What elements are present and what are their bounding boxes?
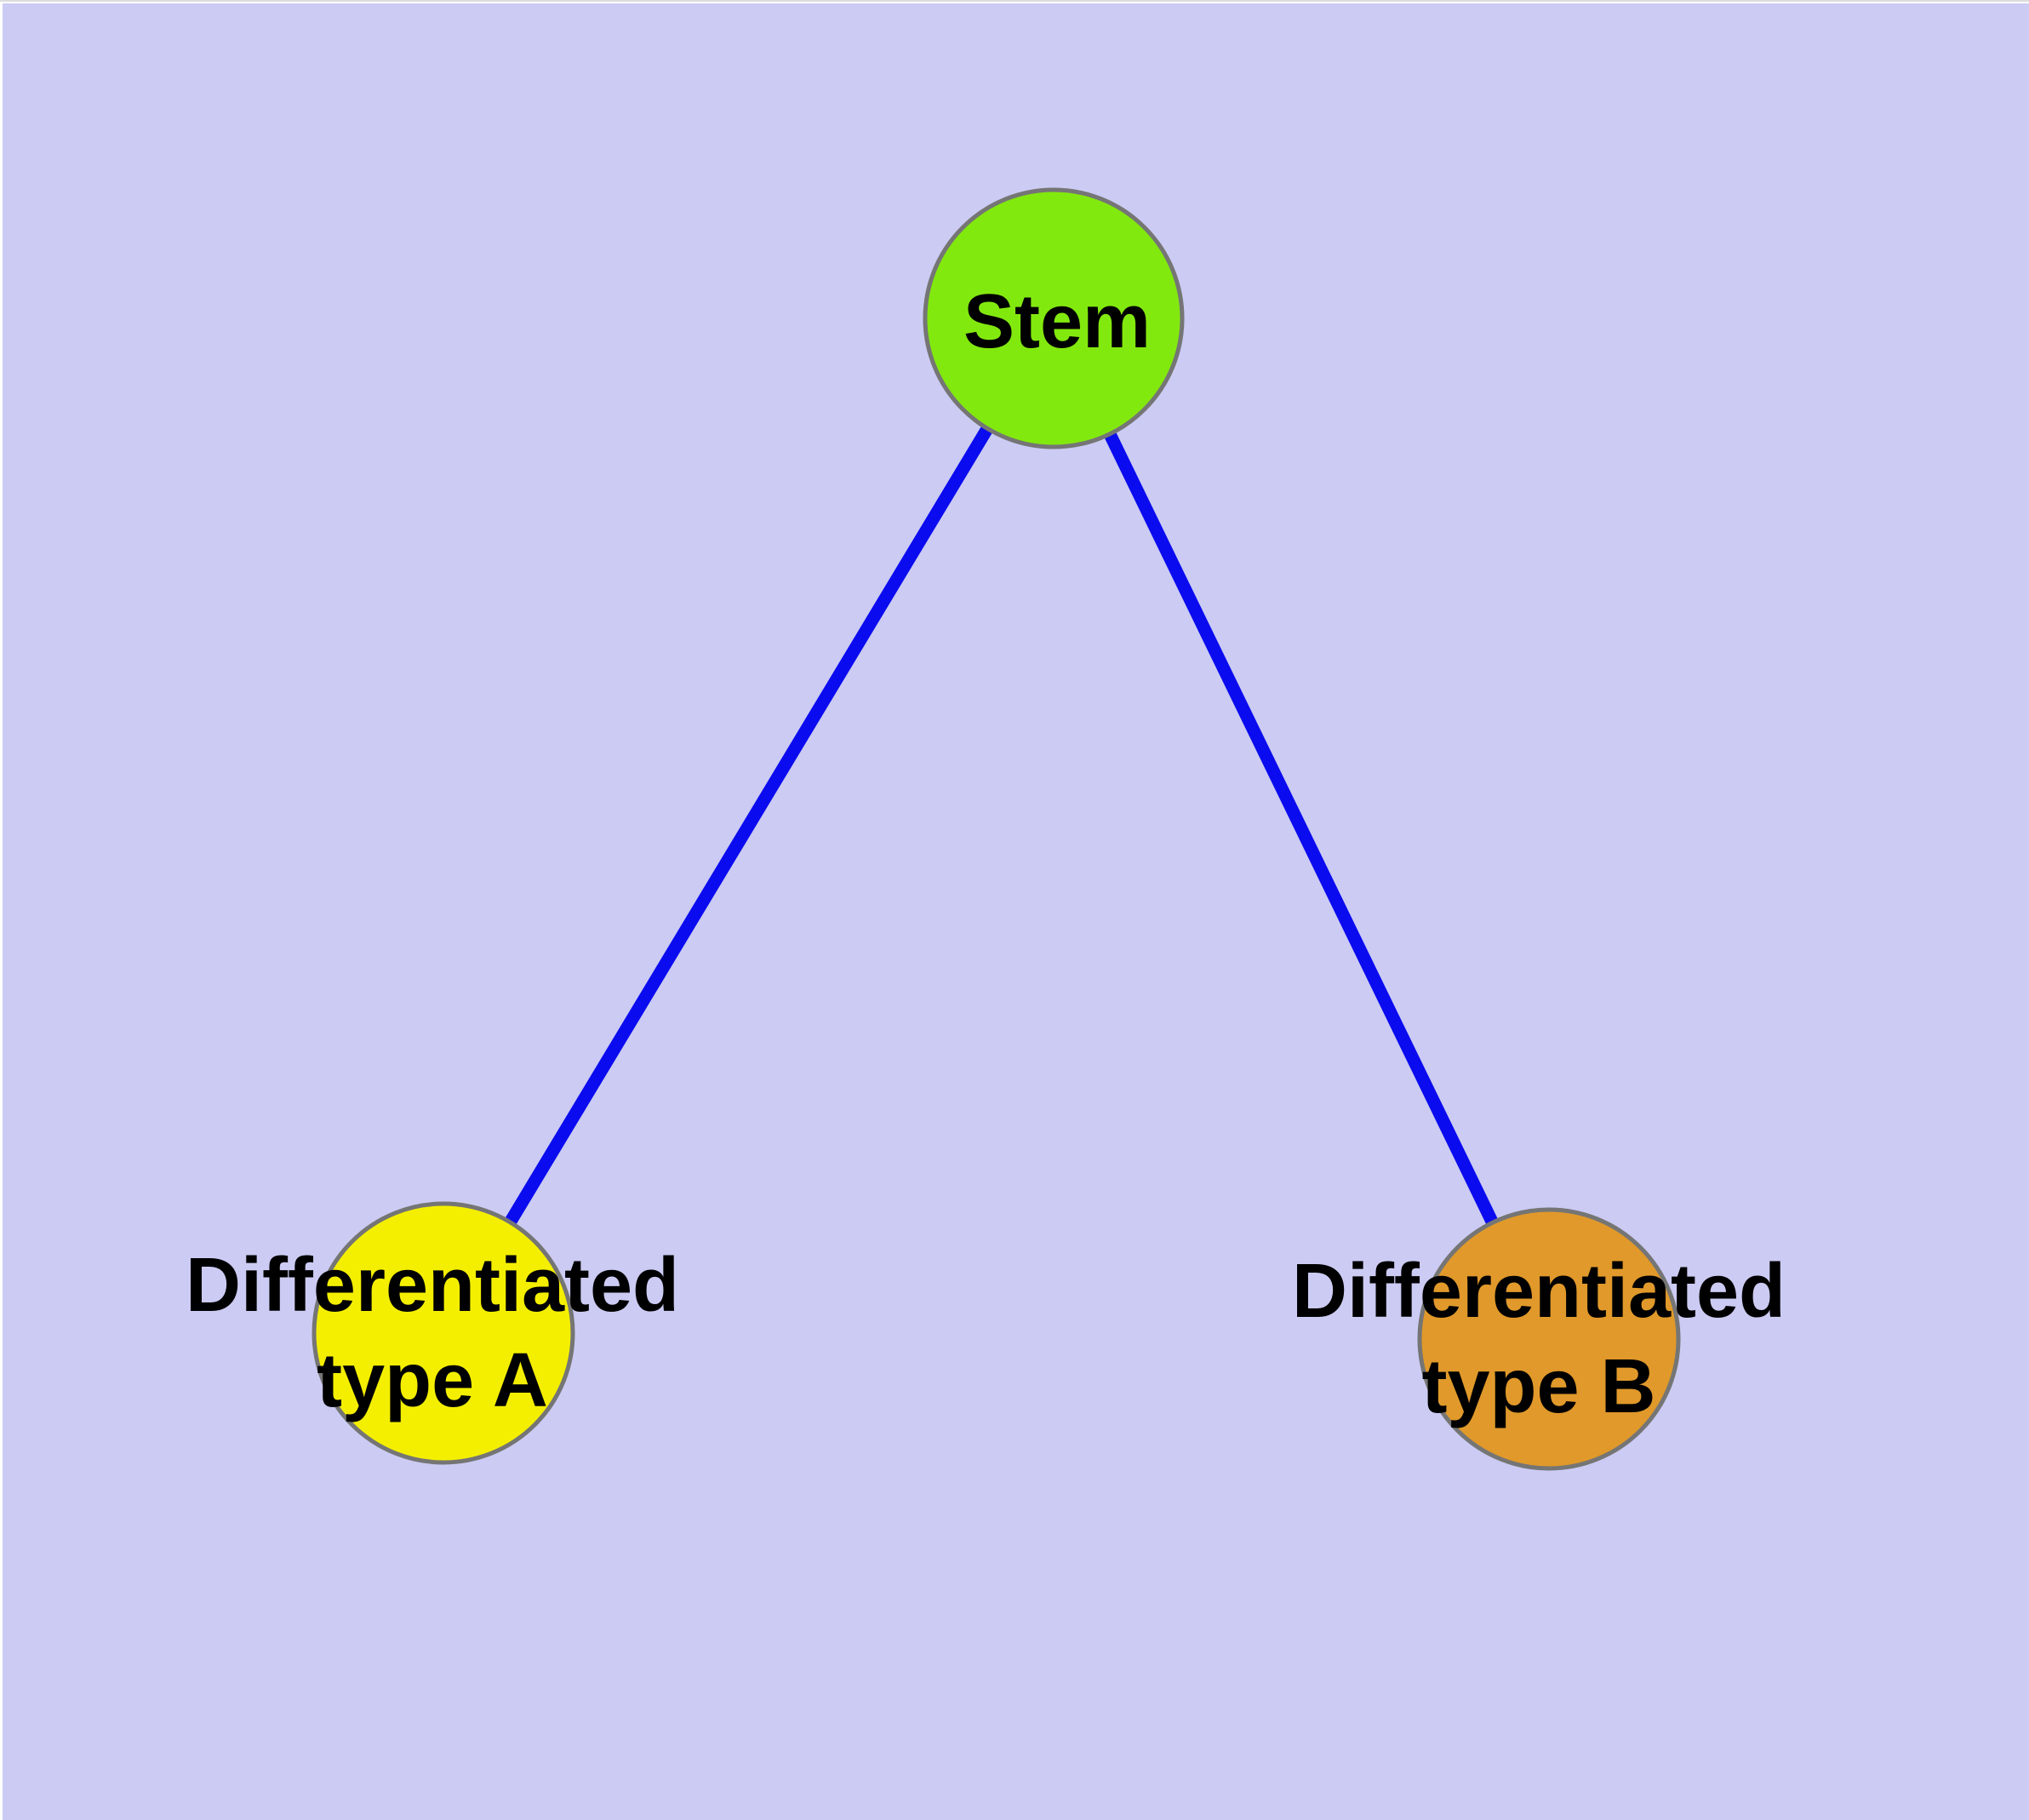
diagram-canvas: Stem Differentiated type A Differentiate… [3,3,2029,1820]
node-stem[interactable] [923,187,1185,449]
node-differentiated-type-b[interactable] [1417,1207,1681,1471]
edge-stem-to-type-b [1048,315,1555,1342]
node-differentiated-type-a[interactable] [311,1201,575,1465]
top-edge-hairline [0,0,2029,2]
edge-stem-to-type-a [437,315,1060,1336]
graph-svg [311,187,1681,1471]
